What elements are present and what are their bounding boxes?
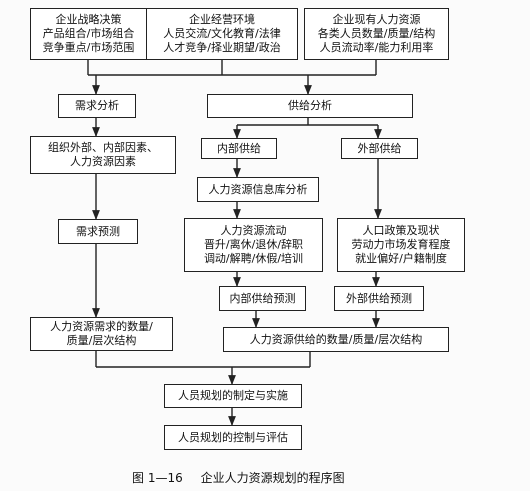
- box-line: 人员规划的制定与实施: [178, 389, 288, 402]
- box-line: 人力资源信息库分析: [208, 182, 308, 196]
- box-line: 人力资源因素: [70, 155, 136, 168]
- current-hr-box: 企业现有人力资源 各类人员数量/质量/结构 人员流动率/能力利用率: [304, 8, 449, 60]
- figure-title: 企业人力资源规划的程序图: [200, 471, 345, 485]
- box-line: 质量/层次结构: [66, 334, 137, 347]
- box-line: 人力资源流动: [220, 224, 287, 237]
- supply-result-box: 人力资源供给的数量/质量/层次结构: [223, 327, 449, 352]
- box-line: 需求预测: [76, 224, 120, 238]
- hr-flow-box: 人力资源流动 晋升/离休/退休/辞职 调动/解聘/休假/培训: [184, 218, 323, 272]
- box-line: 企业经营环境: [189, 13, 255, 26]
- box-line: 人口政策及现状: [362, 224, 440, 237]
- box-line: 产品组合/市场组合: [42, 27, 135, 40]
- box-line: 晋升/离休/退休/辞职: [203, 238, 304, 251]
- external-forecast-box: 外部供给预测: [334, 286, 424, 311]
- box-line: 人才竞争/择业期望/政治: [163, 41, 281, 54]
- box-line: 内部供给: [217, 141, 261, 155]
- box-line: 各类人员数量/质量/结构: [317, 27, 436, 40]
- plan-make-box: 人员规划的制定与实施: [164, 384, 302, 408]
- box-line: 就业偏好/户籍制度: [355, 252, 447, 265]
- box-line: 供给分析: [288, 99, 332, 112]
- box-line: 企业战略决策: [55, 13, 122, 26]
- demand-analysis-box: 需求分析: [58, 94, 136, 118]
- demand-result-box: 人力资源需求的数量/ 质量/层次结构: [30, 317, 173, 351]
- box-line: 调动/解聘/休假/培训: [203, 252, 304, 265]
- box-line: 人员流动率/能力利用率: [319, 41, 434, 54]
- box-line: 人力资源需求的数量/: [50, 320, 153, 333]
- external-supply-box: 外部供给: [341, 138, 418, 159]
- figure-caption: 图 1—16 企业人力资源规划的程序图: [132, 469, 359, 486]
- box-line: 企业现有人力资源: [332, 13, 421, 26]
- figure-number: 图 1—16: [132, 471, 183, 485]
- box-line: 内部供给预测: [229, 291, 296, 305]
- box-line: 需求分析: [75, 99, 119, 112]
- internal-supply-box: 内部供给: [201, 138, 277, 159]
- demand-forecast-box: 需求预测: [58, 219, 138, 244]
- box-line: 人员交流/文化教育/法律: [163, 27, 281, 40]
- box-line: 人员规划的控制与评估: [178, 430, 288, 444]
- box-line: 外部供给: [357, 141, 402, 155]
- environment-box: 企业经营环境 人员交流/文化教育/法律 人才竞争/择业期望/政治: [146, 8, 298, 60]
- strategy-box: 企业战略决策 产品组合/市场组合 竞争重点/市场范围: [30, 8, 147, 60]
- population-policy-box: 人口政策及现状 劳动力市场发育程度 就业偏好/户籍制度: [337, 218, 465, 272]
- factors-box: 组织外部、内部因素、 人力资源因素: [30, 136, 176, 174]
- box-line: 竞争重点/市场范围: [42, 41, 135, 54]
- hr-info-db-box: 人力资源信息库分析: [197, 177, 319, 202]
- box-line: 人力资源供给的数量/质量/层次结构: [249, 332, 423, 346]
- internal-forecast-box: 内部供给预测: [219, 286, 306, 311]
- box-line: 组织外部、内部因素、: [48, 141, 158, 154]
- plan-control-box: 人员规划的控制与评估: [164, 425, 302, 450]
- box-line: 劳动力市场发育程度: [351, 238, 451, 251]
- supply-analysis-box: 供给分析: [207, 94, 413, 118]
- box-line: 外部供给预测: [346, 291, 412, 305]
